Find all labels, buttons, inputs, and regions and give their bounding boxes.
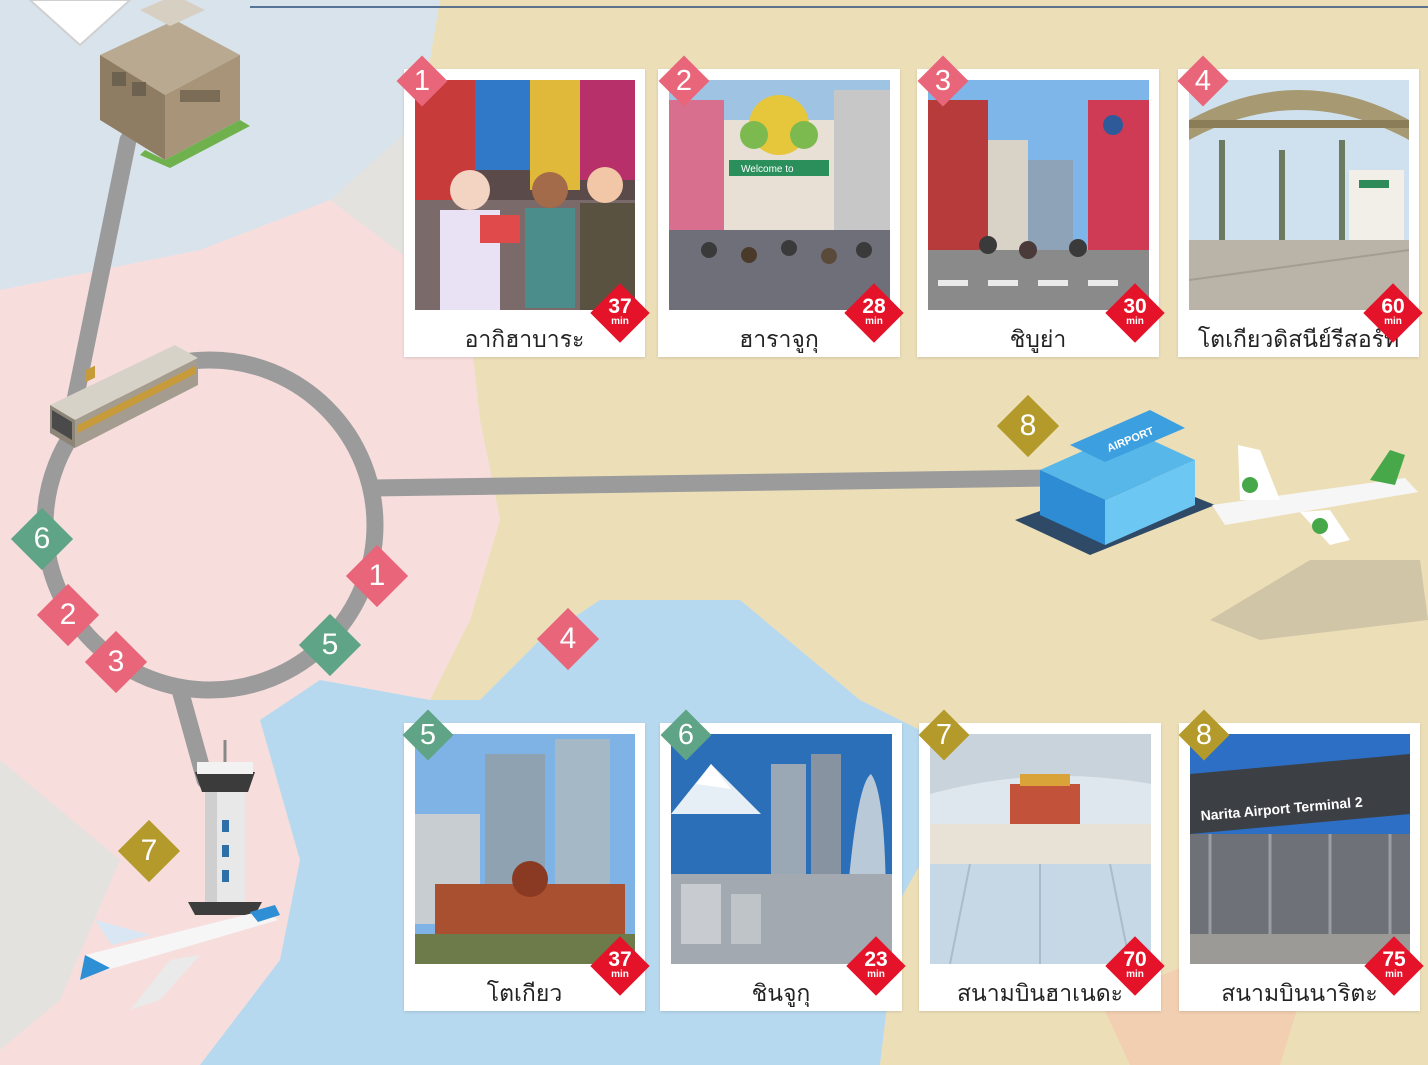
- control-tower-icon: [188, 740, 262, 915]
- spot-photo: [671, 734, 892, 964]
- spot-number-badge: 2: [658, 55, 710, 107]
- marker-number: 3: [107, 645, 125, 678]
- spot-name: ฮาราจูกุ: [739, 327, 819, 353]
- spot-number-badge: 1: [396, 55, 448, 107]
- map-marker-8[interactable]: 8: [996, 394, 1060, 458]
- marker-number: 6: [33, 522, 51, 555]
- travel-unit: min: [865, 316, 883, 327]
- spot-card-narita-airport[interactable]: Narita Airport Terminal 2 สนามบินนาริตะ …: [1178, 709, 1424, 1011]
- travel-unit: min: [867, 969, 885, 980]
- spot-photo: [928, 80, 1149, 310]
- travel-unit: min: [1126, 316, 1144, 327]
- harajuku-arch-sign: Welcome to: [741, 164, 794, 175]
- travel-minutes: 70: [1123, 948, 1147, 971]
- spot-number: 1: [413, 65, 431, 97]
- map-marker-7[interactable]: 7: [117, 819, 181, 883]
- airplane-icon: [1210, 294, 1428, 640]
- spot-name: สนามบินฮาเนดะ: [957, 981, 1123, 1007]
- travel-minutes: 37: [608, 948, 632, 971]
- spot-number: 3: [934, 65, 952, 97]
- marker-number: 8: [1019, 409, 1037, 442]
- map-marker-6[interactable]: 6: [10, 507, 74, 571]
- map-marker-2[interactable]: 2: [36, 583, 100, 647]
- map-marker-1[interactable]: 1: [345, 544, 409, 608]
- spot-photo: [1189, 80, 1409, 310]
- spot-number: 4: [1194, 65, 1212, 97]
- spot-photo: [415, 80, 635, 310]
- travel-minutes: 37: [608, 295, 632, 318]
- travel-unit: min: [611, 316, 629, 327]
- spot-photo: Welcome to: [669, 80, 890, 310]
- travel-unit: min: [611, 969, 629, 980]
- map-marker-3[interactable]: 3: [84, 630, 148, 694]
- spot-number-badge: 4: [1177, 55, 1229, 107]
- spot-number-badge: 5: [402, 709, 454, 761]
- spot-number: 6: [677, 719, 695, 751]
- spot-name: ชินจูกุ: [751, 981, 811, 1007]
- marker-number: 5: [321, 628, 339, 661]
- spot-number-badge: 8: [1178, 709, 1230, 761]
- spot-name: โตเกียวดิสนีย์รีสอร์ท: [1197, 327, 1400, 353]
- marker-number: 1: [368, 559, 386, 592]
- hotel-building-icon: [100, 0, 250, 168]
- map-marker-4[interactable]: 4: [536, 607, 600, 671]
- spot-name: ชิบูย่า: [1009, 327, 1067, 353]
- marker-number: 4: [559, 622, 577, 655]
- travel-unit: min: [1126, 969, 1144, 980]
- marker-number: 2: [59, 598, 77, 631]
- spot-number: 8: [1195, 719, 1213, 751]
- airport-building-icon: AIRPORT: [1015, 410, 1215, 555]
- spot-number-badge: 6: [660, 709, 712, 761]
- travel-unit: min: [1385, 969, 1403, 980]
- spot-number: 5: [419, 719, 437, 751]
- airplane-icon: [80, 905, 280, 1010]
- spot-number-badge: 3: [917, 55, 969, 107]
- spot-name: สนามบินนาริตะ: [1221, 981, 1378, 1007]
- travel-unit: min: [1384, 316, 1402, 327]
- spot-photo: [930, 734, 1151, 964]
- travel-minutes: 30: [1123, 295, 1147, 318]
- travel-minutes: 75: [1382, 948, 1406, 971]
- marker-number: 7: [140, 834, 158, 867]
- spot-name: อากิฮาบาระ: [464, 327, 585, 353]
- travel-minutes: 60: [1381, 295, 1405, 318]
- spot-photo: Narita Airport Terminal 2: [1190, 734, 1410, 964]
- spot-number-badge: 7: [918, 709, 970, 761]
- callout-arrow-icon: [28, 0, 132, 47]
- spot-number: 7: [935, 719, 953, 751]
- travel-minutes: 23: [864, 948, 888, 971]
- train-icon: [50, 345, 198, 448]
- map-marker-5[interactable]: 5: [298, 613, 362, 677]
- travel-minutes: 28: [862, 295, 886, 318]
- spot-number: 2: [675, 65, 693, 97]
- spot-photo: [415, 734, 635, 964]
- spot-name: โตเกียว: [486, 981, 563, 1007]
